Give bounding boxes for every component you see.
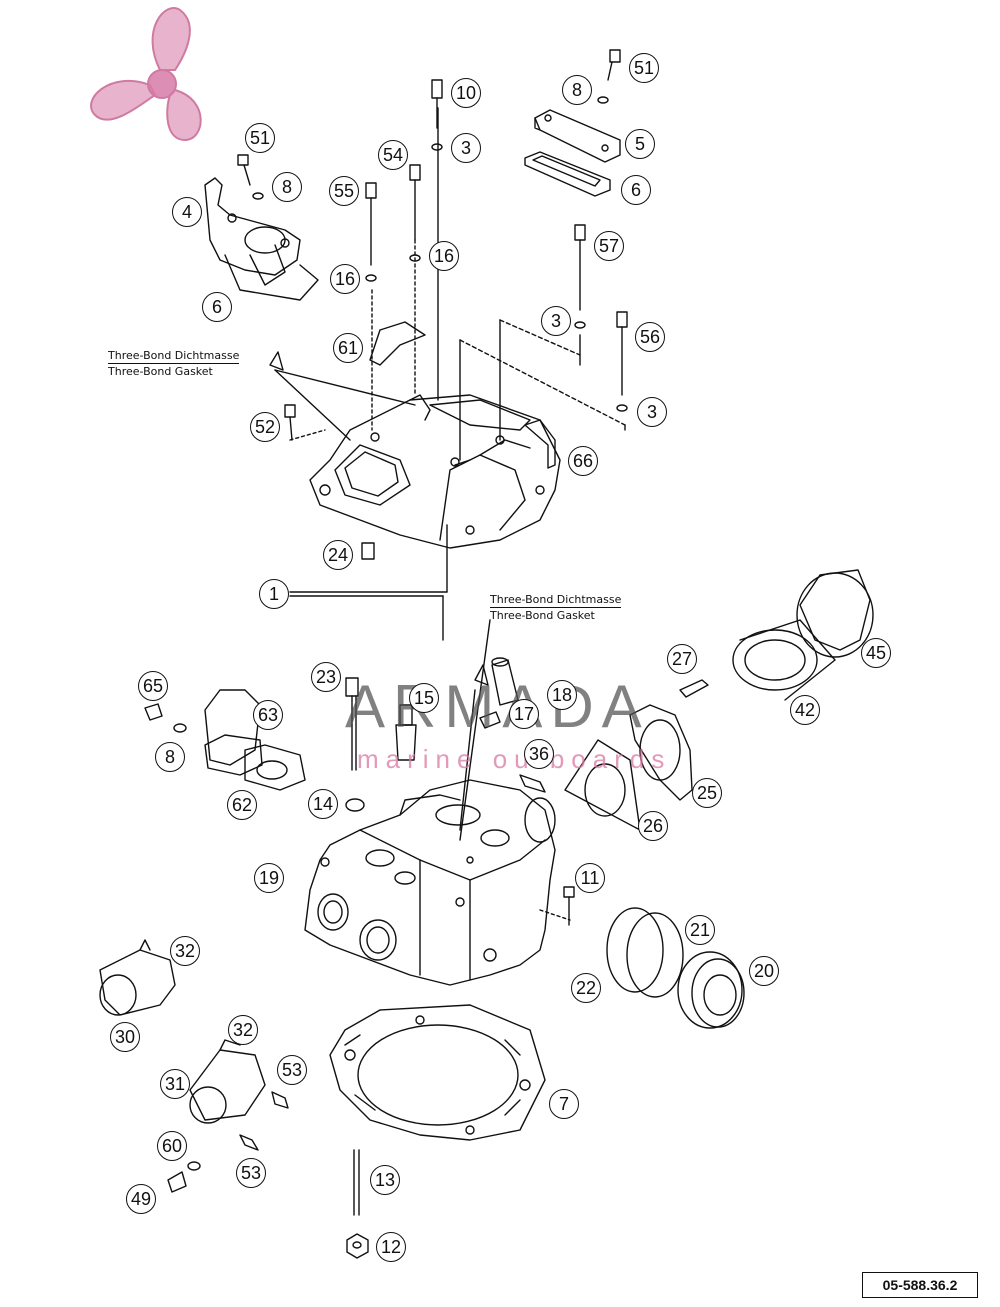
watermark-brand: ARMADA	[345, 673, 650, 740]
callout-badge: 30	[110, 1022, 140, 1052]
housing-lower-left	[99, 939, 289, 1193]
callout-badge: 22	[571, 973, 601, 1003]
callout-badge: 3	[637, 397, 667, 427]
document-number: 05-588.36.2	[862, 1272, 978, 1298]
callout-badge: 11	[575, 863, 605, 893]
callout-badge: 3	[451, 133, 481, 163]
callout-badge: 52	[250, 412, 280, 442]
callout-badge: 25	[692, 778, 722, 808]
callout-badge: 62	[227, 790, 257, 820]
bolts-upper	[237, 49, 628, 441]
head-gasket	[329, 1004, 546, 1141]
callout-badge: 15	[409, 683, 439, 713]
callout-badge: 32	[228, 1015, 258, 1045]
callout-badge: 20	[749, 956, 779, 986]
seals-right	[606, 907, 745, 1029]
callout-badge: 16	[330, 264, 360, 294]
callout-badge: 7	[549, 1089, 579, 1119]
cylinder-block	[304, 779, 556, 986]
callout-badge: 10	[451, 78, 481, 108]
stud-nut-bottom	[346, 1149, 369, 1259]
flange-left	[144, 689, 306, 791]
callout-badge: 32	[170, 936, 200, 966]
callout-badge: 61	[333, 333, 363, 363]
cover-plate-top	[524, 109, 621, 197]
cylinder-head-cover	[309, 394, 561, 549]
note-line-de: Three-Bond Dichtmasse	[108, 349, 240, 364]
watermark-tagline: marine outboards	[357, 744, 672, 774]
callout-badge: 4	[172, 197, 202, 227]
note-line-en: Three-Bond Gasket	[108, 365, 213, 378]
callout-badge: 55	[329, 176, 359, 206]
note-line-de: Three-Bond Dichtmasse	[490, 593, 622, 608]
sealant-note-lower: Three-Bond Dichtmasse Three-Bond Gasket	[490, 592, 622, 623]
callout-badge: 60	[157, 1131, 187, 1161]
exhaust-flange-right	[564, 569, 874, 831]
callout-badge: 5	[625, 129, 655, 159]
callout-badge: 51	[245, 123, 275, 153]
callout-badge: 18	[547, 680, 577, 710]
callout-badge: 3	[541, 306, 571, 336]
callout-badge: 19	[254, 863, 284, 893]
callout-badge: 66	[568, 446, 598, 476]
callout-badge: 6	[621, 175, 651, 205]
callout-badge: 23	[311, 662, 341, 692]
callout-badge: 8	[155, 742, 185, 772]
callout-badge: 1	[259, 579, 289, 609]
callout-badge: 14	[308, 789, 338, 819]
callout-badge: 57	[594, 231, 624, 261]
callout-badge: 27	[667, 644, 697, 674]
note-line-en: Three-Bond Gasket	[490, 609, 595, 622]
sealant-note-upper: Three-Bond Dichtmasse Three-Bond Gasket	[108, 348, 240, 379]
water-outlet-left	[204, 177, 319, 301]
callout-badge: 51	[629, 53, 659, 83]
callout-badge: 24	[323, 540, 353, 570]
callout-badge: 17	[509, 699, 539, 729]
callout-badge: 65	[138, 671, 168, 701]
callout-badge: 53	[277, 1055, 307, 1085]
callout-badge: 56	[635, 322, 665, 352]
callout-badge: 53	[236, 1158, 266, 1188]
callout-badge: 49	[126, 1184, 156, 1214]
small-parts-upper	[269, 321, 556, 560]
callout-badge: 13	[370, 1165, 400, 1195]
callout-badge: 63	[253, 700, 283, 730]
callout-badge: 45	[861, 638, 891, 668]
callout-badge: 21	[685, 915, 715, 945]
callout-badge: 16	[429, 241, 459, 271]
callout-badge: 6	[202, 292, 232, 322]
callout-badge: 54	[378, 140, 408, 170]
callout-badge: 8	[272, 172, 302, 202]
callout-badge: 36	[524, 739, 554, 769]
callout-badge: 42	[790, 695, 820, 725]
callout-badge: 31	[160, 1069, 190, 1099]
studs-and-plugs	[345, 657, 709, 926]
callout-badge: 26	[638, 811, 668, 841]
callout-badge: 12	[376, 1232, 406, 1262]
callout-badge: 8	[562, 75, 592, 105]
